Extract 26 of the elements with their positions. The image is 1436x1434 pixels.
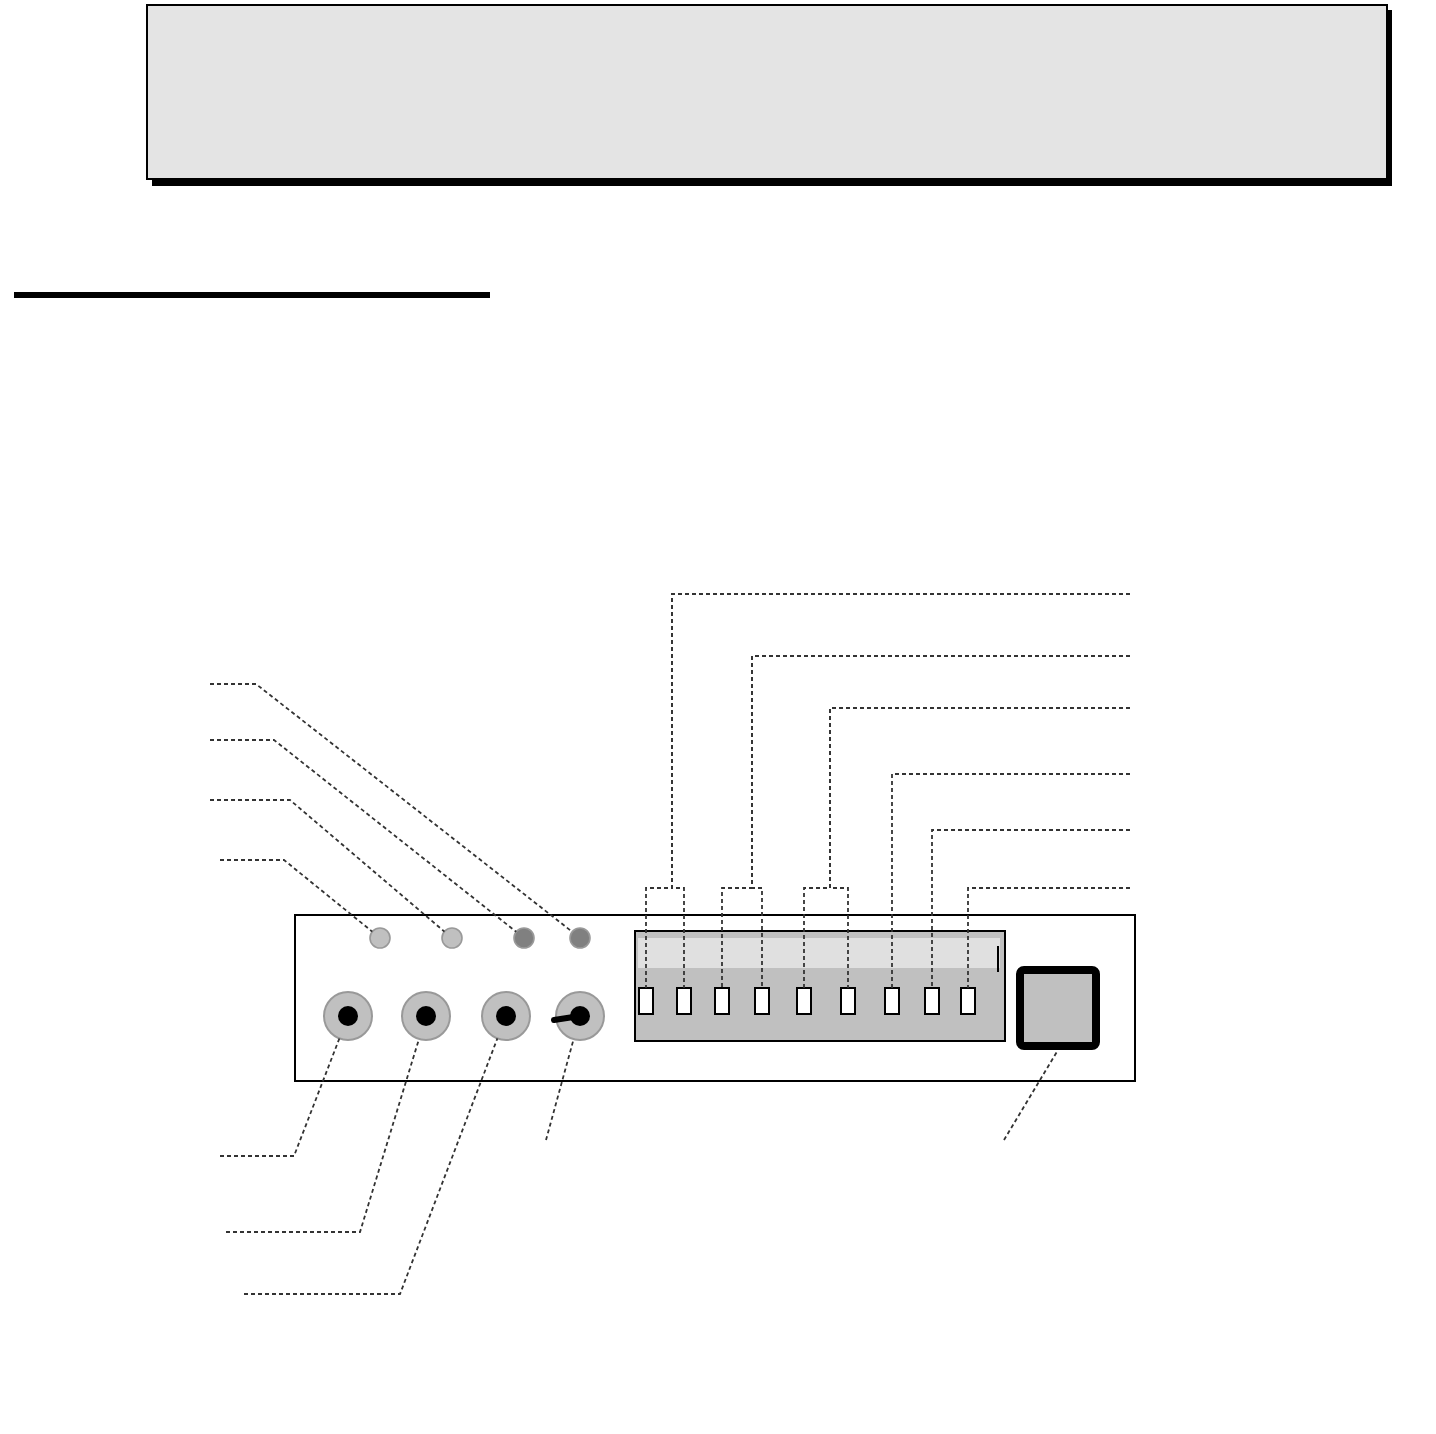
jack-socket <box>323 991 373 1041</box>
dip-switch <box>840 987 856 1015</box>
leader-line <box>545 1038 575 1141</box>
dip-switch <box>676 987 692 1015</box>
jack-socket <box>481 991 531 1041</box>
dip-switch <box>924 987 940 1015</box>
jack-socket <box>401 991 451 1041</box>
leader-line <box>225 1038 420 1233</box>
dip-switch <box>754 987 770 1015</box>
push-button <box>1016 966 1100 1050</box>
rotary-knob <box>551 991 605 1041</box>
leader-line <box>209 799 446 933</box>
leader-line <box>219 1037 341 1157</box>
leader-line <box>209 739 518 933</box>
leader-line <box>209 683 574 933</box>
leader-line <box>243 1037 499 1295</box>
leader-line <box>891 773 1131 989</box>
dip-switch <box>638 987 654 1015</box>
dip-switch <box>714 987 730 1015</box>
leader-line <box>967 887 1131 989</box>
dip-switch <box>884 987 900 1015</box>
dip-switch <box>796 987 812 1015</box>
leader-line <box>931 829 1131 989</box>
leader-line <box>219 859 374 933</box>
dip-switch <box>960 987 976 1015</box>
leader-line <box>1003 1049 1059 1141</box>
